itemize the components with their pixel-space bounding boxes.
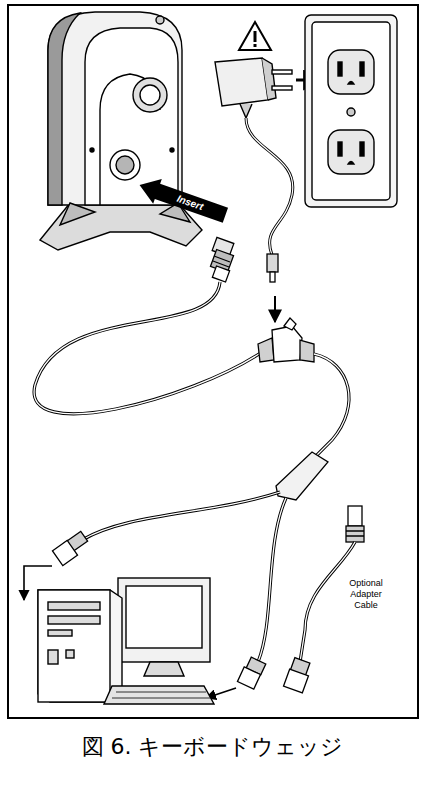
main-cable-part — [314, 354, 349, 458]
wall-outlet — [305, 15, 397, 207]
adapter-cable-cord-part — [300, 542, 355, 662]
keyboard-cable — [258, 498, 286, 662]
scanner-cable — [34, 282, 262, 414]
scanner-part — [110, 150, 140, 180]
main-cable-part — [314, 354, 349, 458]
scanner-part — [116, 156, 134, 174]
jack-arrow — [274, 296, 276, 322]
warning-symbol — [239, 22, 271, 50]
adapter-cable-plug — [284, 658, 310, 693]
computer-part — [104, 686, 214, 704]
wall-outlet-part — [360, 142, 364, 156]
power-cord — [246, 118, 293, 255]
computer-part — [144, 662, 184, 676]
computer-part — [38, 590, 122, 702]
power-splitter-part — [284, 318, 296, 330]
warning-symbol-part — [254, 31, 257, 42]
scanner-part — [140, 85, 160, 105]
scanner-part — [133, 78, 167, 112]
wall-outlet-part — [312, 22, 390, 200]
insert-arrow — [135, 173, 229, 228]
power-adapter — [215, 58, 292, 118]
computer-part — [48, 602, 100, 610]
pc-connector-part — [52, 540, 77, 565]
wall-outlet-part — [328, 50, 374, 94]
adapter-cable-plug-part — [284, 669, 309, 693]
scanner-part — [48, 12, 182, 205]
wall-outlet-part — [360, 62, 364, 76]
power-cord-part — [246, 118, 293, 255]
power-cord-part — [246, 118, 293, 255]
wall-outlet-part — [348, 162, 354, 165]
computer-part — [48, 630, 72, 636]
computer — [38, 578, 214, 704]
power-jack-part — [267, 254, 278, 272]
wall-outlet-part — [328, 130, 374, 174]
wall-outlet-part — [338, 62, 342, 76]
power-adapter-part — [240, 104, 252, 118]
warning-symbol-part — [254, 44, 257, 47]
computer-part — [48, 616, 100, 624]
scanner-plug-part — [213, 256, 230, 267]
cable-label: Optional Adapter Cable — [340, 578, 392, 610]
keyboard-cable-part — [258, 498, 286, 662]
power-adapter-part — [262, 58, 276, 100]
computer-part — [48, 650, 58, 664]
scanner-part — [90, 148, 94, 152]
pc-cable — [82, 492, 280, 540]
main-cable — [314, 354, 349, 458]
adapter-cable-part — [348, 506, 362, 526]
adapter-cable-cord — [300, 542, 355, 662]
warning-symbol-part — [239, 22, 271, 50]
power-splitter-part — [272, 326, 302, 362]
scanner-part — [40, 203, 202, 250]
keyboard-connector — [237, 657, 265, 689]
keyboard-connector-part — [237, 667, 260, 689]
y-splitter-part — [276, 452, 328, 500]
adapter-cable-cord-part — [300, 542, 355, 662]
computer-part — [112, 692, 210, 698]
computer-part — [126, 586, 202, 648]
figure-frame — [8, 5, 418, 718]
scanner-cable-part — [34, 282, 262, 414]
wall-outlet-part — [305, 15, 397, 207]
power-splitter-part — [300, 340, 314, 362]
adapter-cable — [346, 506, 364, 542]
y-splitter — [276, 452, 328, 500]
wall-outlet-part — [338, 142, 342, 156]
keyboard-cable-part — [258, 498, 286, 662]
computer-part — [66, 650, 74, 658]
power-jack — [267, 254, 278, 282]
adapter-cable-part — [346, 531, 364, 536]
pc-cable-part — [82, 492, 280, 540]
scanner-part — [170, 148, 174, 152]
scanner-plug-part — [212, 266, 229, 282]
computer-part — [118, 578, 210, 662]
scanner — [40, 12, 202, 250]
power-splitter-part — [258, 338, 274, 362]
computer-part — [38, 590, 110, 702]
scanner-part — [60, 203, 95, 225]
scanner-cable-part — [34, 282, 262, 414]
power-splitter — [258, 318, 314, 362]
figure-caption: 図 6. キーボードウェッジ — [0, 733, 425, 762]
wall-outlet-part — [347, 108, 355, 116]
power-adapter-part — [272, 86, 292, 90]
wall-outlet-part — [348, 82, 354, 85]
power-adapter-part — [215, 58, 268, 106]
scanner-part — [85, 28, 178, 205]
arrow-label: Insert — [161, 188, 218, 218]
power-adapter-part — [272, 70, 292, 74]
pc-cable-part — [82, 492, 280, 540]
scanner-part — [48, 13, 80, 205]
power-jack-part — [270, 272, 275, 282]
scanner-part — [156, 16, 164, 24]
pc-connector — [52, 531, 87, 565]
insert-arrow-part — [135, 173, 229, 228]
scanner-plug — [210, 237, 233, 282]
adapter-cable-part — [346, 526, 364, 542]
